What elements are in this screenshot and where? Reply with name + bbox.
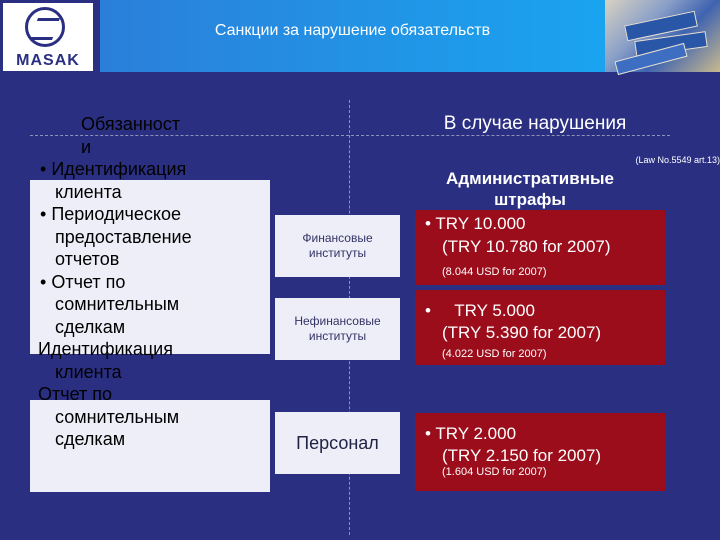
fine2-amount: • TRY 5.000 [425,301,535,320]
fine2-usd: (4.022 USD for 2007) [442,348,547,360]
page-title: Санкции за нарушение обязательств [214,22,491,39]
fine-box-financial [415,210,665,285]
fine-box-personnel [415,413,665,491]
duty-item-identification: • Идентификация [40,159,187,179]
duties-box-top [30,180,270,354]
fine3-usd: (1.604 USD for 2007) [442,466,547,478]
duty-item-suspicious-report: • Отчет по [40,271,126,292]
duty-personnel-suspicious-report: Отчет по [38,384,113,404]
title-bar [100,0,605,72]
fine1-2007-amount: (TRY 10.780 for 2007) [442,237,611,256]
duties-heading-line2: и [81,136,92,157]
masak-logo: MASAK [3,3,93,71]
personnel-box: Персонал [275,412,400,474]
fine1-amount: • TRY 10.000 [425,214,526,233]
duty-personnel-identification: Идентификация [38,339,173,359]
fine-box-nonfinancial [415,290,665,365]
duties-heading-line1: Обязанност [81,114,181,134]
fine3-2007-amount: (TRY 2.150 for 2007) [442,446,602,465]
fine1-usd: (8.044 USD for 2007) [442,266,547,278]
duties-list: Обязанност и • Идентификация клиента • П… [38,113,278,451]
nonfinancial-institutions-box: Нефинансовые институты [275,298,400,360]
financial-institutions-box: Финансовые институты [275,215,400,277]
logo-text: MASAK [16,52,80,69]
banknotes-photo [605,0,720,76]
law-reference: (Law No.5549 art.13) [635,155,720,165]
violation-heading: В случае нарушения [443,113,627,134]
logo-emblem-icon [25,7,65,47]
horizontal-divider [30,135,670,136]
duties-box-bottom [30,400,270,492]
fine3-amount: • TRY 2.000 [425,424,517,443]
fine2-2007-amount: (TRY 5.390 for 2007) [442,323,602,342]
administrative-fines-heading: Административные штрафы [446,169,614,209]
duty-item-periodic-reporting: • Периодическое [40,204,182,224]
